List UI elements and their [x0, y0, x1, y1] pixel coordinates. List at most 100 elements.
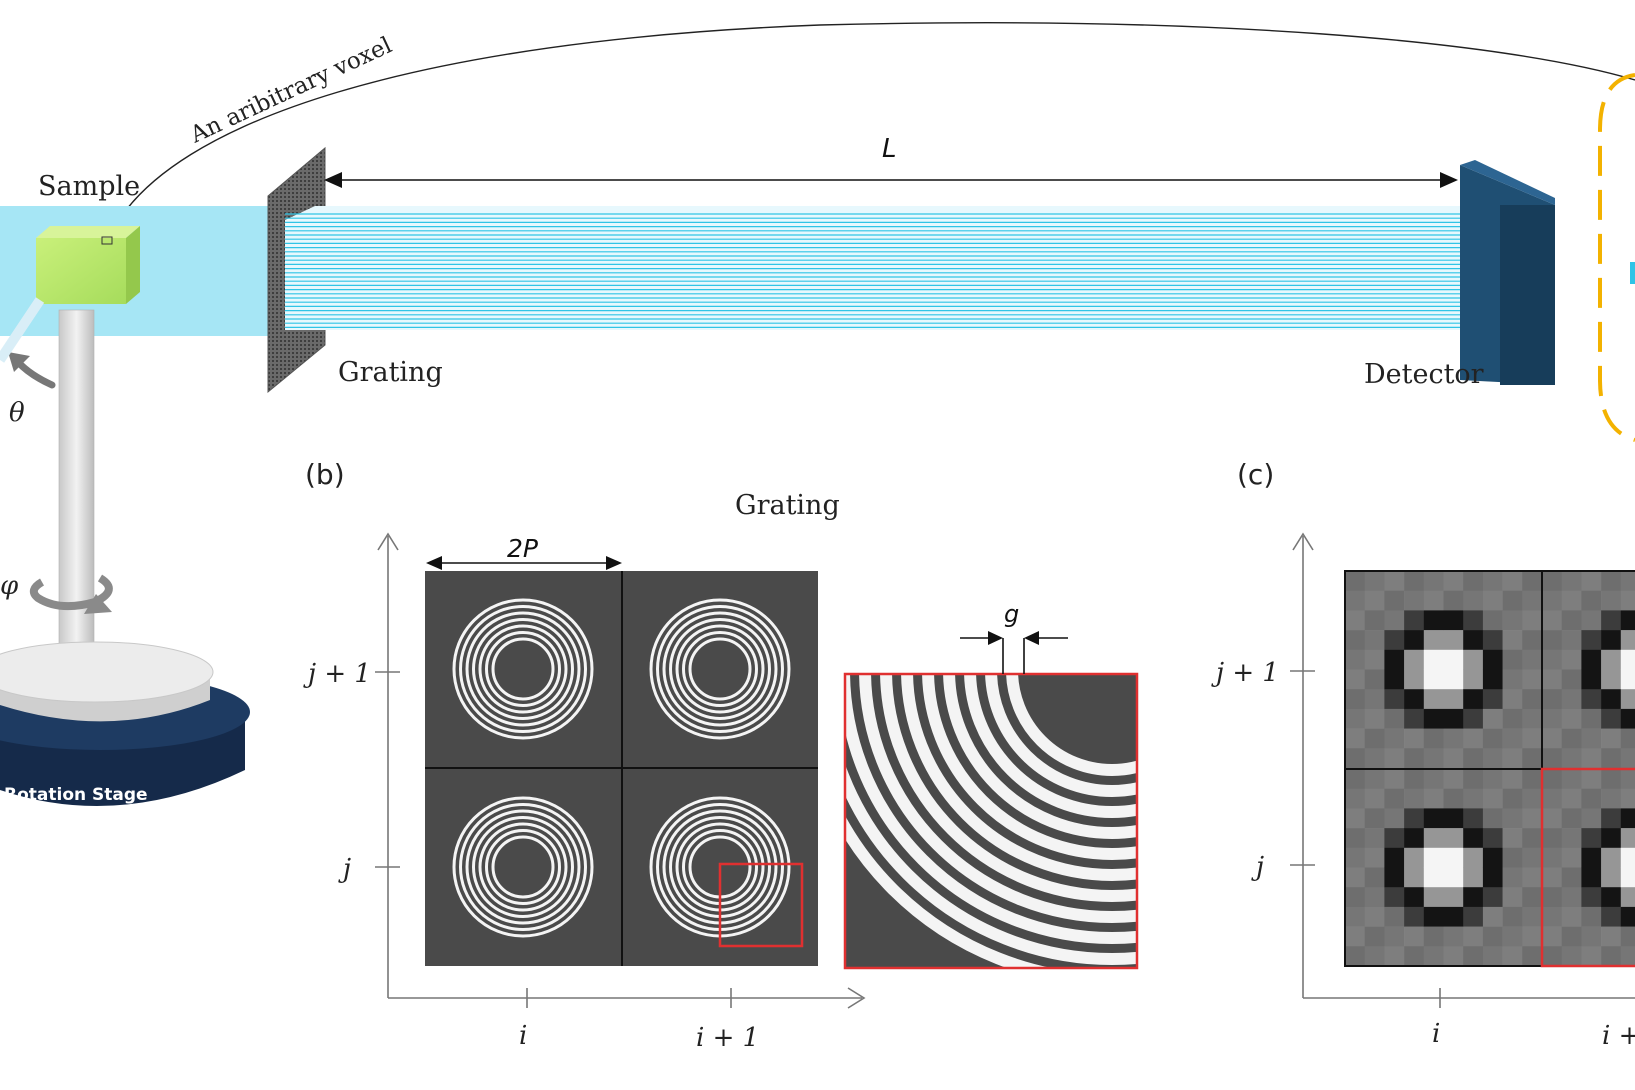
detector-pixel — [1364, 906, 1385, 927]
detector-pixel — [1601, 867, 1622, 888]
detector-pixel — [1364, 926, 1385, 947]
detector-pixel — [1443, 708, 1464, 729]
detector-pixel — [1620, 788, 1635, 809]
detector-pixel — [1423, 728, 1444, 749]
detector-pixel — [1384, 649, 1405, 670]
detector-pixel — [1601, 847, 1622, 868]
detector-pixel — [1542, 748, 1562, 769]
detector-pixel — [1502, 610, 1523, 631]
detector-pixel — [1601, 708, 1622, 729]
panel-c-ytick-upper: j + 1 — [1211, 658, 1279, 688]
panel-b-ytick-lower: j — [338, 854, 351, 884]
detector-pixel — [1384, 828, 1405, 849]
detector-pixel — [1581, 689, 1602, 710]
detector-pixel — [1581, 610, 1602, 631]
detector-pixel — [1581, 748, 1602, 769]
detector-pixel — [1463, 906, 1484, 927]
detector-pixel — [1384, 867, 1405, 888]
detector-pixel — [1601, 689, 1622, 710]
detector-pixel — [1502, 926, 1523, 947]
detector-pixel — [1601, 769, 1622, 789]
detector-pixel — [1443, 689, 1464, 710]
grating-ring — [675, 624, 765, 714]
detector-pixel — [1482, 630, 1503, 651]
grating-ring — [465, 611, 581, 727]
detector-pixel — [1561, 887, 1582, 908]
detector-pixel — [1502, 847, 1523, 868]
detector-pixel — [1463, 808, 1484, 829]
detector-pixel — [1443, 788, 1464, 809]
detector-pixel — [1345, 808, 1365, 829]
detector-pixel — [1601, 946, 1622, 967]
detector-pixel — [1404, 788, 1425, 809]
detector-pixel — [1404, 590, 1425, 611]
detector-pixel — [1620, 708, 1635, 729]
detector-pixel — [1522, 748, 1543, 769]
detector-pixel — [1581, 867, 1602, 888]
panel-b-ytick-upper: j + 1 — [303, 659, 371, 689]
detector-pixel — [1581, 828, 1602, 849]
theta-label: θ — [9, 398, 25, 428]
detector-pixel — [1522, 669, 1543, 690]
detector-pixel — [1364, 728, 1385, 749]
detector-pixel — [1384, 926, 1405, 947]
detector-pixel — [1463, 728, 1484, 749]
detector-pixel — [1502, 748, 1523, 769]
detector-pixel — [1601, 828, 1622, 849]
detector-pixel — [1364, 610, 1385, 631]
detector-pixel — [1345, 669, 1365, 690]
rotation-pole — [58, 309, 95, 693]
detector-pixel — [1345, 571, 1365, 591]
detector-pixel — [1522, 847, 1543, 868]
detector-pixel — [1601, 571, 1622, 591]
grating-ring — [452, 598, 594, 740]
detector-pixel — [1620, 669, 1635, 690]
detector-pixel — [1423, 669, 1444, 690]
detector-pixel — [1601, 590, 1622, 611]
zoomed-grating — [843, 672, 1139, 970]
detector-pixel — [1620, 926, 1635, 947]
detector-pixel — [1502, 867, 1523, 888]
detector-plate — [1460, 160, 1555, 385]
detector-pixel — [1463, 926, 1484, 947]
detector-pixel — [1423, 769, 1444, 789]
detector-pixel — [1601, 906, 1622, 927]
voxel-callout-label: An aribitrary voxel — [186, 32, 396, 149]
detector-pixel — [1404, 769, 1425, 789]
detector-pixel — [1502, 708, 1523, 729]
detector-pixel — [1561, 689, 1582, 710]
detector-pixel — [1561, 769, 1582, 789]
detector-pixel — [1502, 906, 1523, 927]
detector-pixel — [1423, 748, 1444, 769]
voxel-callout-arc — [111, 22, 1635, 233]
detector-pixel — [1463, 828, 1484, 849]
detector-pixel — [1384, 847, 1405, 868]
detector-pixel — [1482, 887, 1503, 908]
detector-pixel — [1423, 906, 1444, 927]
detector-pixel — [1463, 847, 1484, 868]
detector-pixel — [1581, 669, 1602, 690]
detector-pixel — [1542, 828, 1562, 849]
detector-pixel — [1620, 847, 1635, 868]
grating-ring — [452, 796, 594, 938]
detector-pixel — [1601, 808, 1622, 829]
detector-pixel — [1463, 769, 1484, 789]
panel-c-ytick-lower: j — [1251, 852, 1264, 882]
detector-pixel — [1423, 610, 1444, 631]
detector-zoom-box — [1540, 767, 1635, 968]
detector-pixel — [1542, 728, 1562, 749]
detector-pixel — [1423, 887, 1444, 908]
detector-pixel — [1364, 689, 1385, 710]
detector-pixel — [1404, 946, 1425, 967]
detector-pixel — [1502, 828, 1523, 849]
grating-cells — [425, 571, 818, 966]
detector-pixel — [1561, 847, 1582, 868]
detector-pixel — [1384, 708, 1405, 729]
detector-pixel — [1463, 571, 1484, 591]
diffracted-beam — [285, 206, 1470, 330]
detector-pixel — [1502, 808, 1523, 829]
detector-pixel — [1404, 926, 1425, 947]
detector-panel: (c) j + 1 j i i + — [1211, 458, 1635, 1051]
detector-pixel — [1620, 649, 1635, 670]
